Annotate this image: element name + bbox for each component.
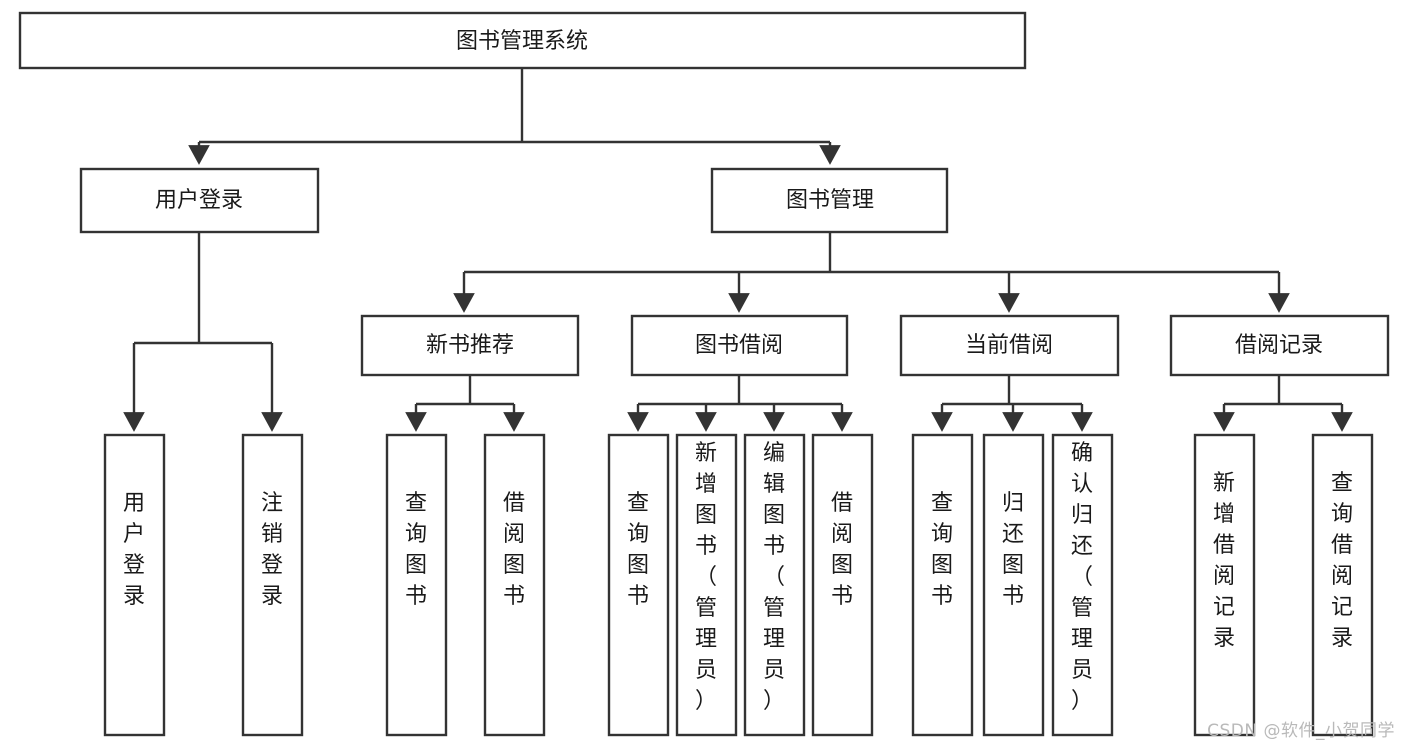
node-book-borrow[interactable]: 图书借阅: [630, 314, 849, 377]
leaf-node-borrow-book-rec[interactable]: 借阅图书: [483, 433, 546, 737]
leaf-node-confirm-return-admin[interactable]: 确认归还（管理员）: [1051, 433, 1114, 737]
connector-group-new-books: [405, 375, 525, 432]
leaf-node-logout-label: 注销登录: [261, 491, 283, 609]
leaf-node-edit-book-admin-label: 编辑图书（管理员）: [763, 441, 785, 714]
connector-group-borrow: [627, 375, 853, 432]
leaf-node-return-book[interactable]: 归还图书: [982, 433, 1045, 737]
leaf-node-user-login[interactable]: 用户登录: [103, 433, 166, 737]
leaf-node-add-borrow-record[interactable]: 新增借阅记录: [1193, 433, 1256, 737]
leaf-node-query-book-rec[interactable]: 查询图书: [385, 433, 448, 737]
leaf-node-add-book-admin[interactable]: 新增图书（管理员）: [675, 433, 738, 737]
connector-group-book-mgmt: [453, 232, 1290, 313]
connector-group-records: [1213, 375, 1353, 432]
leaf-node-add-book-admin-label: 新增图书（管理员）: [695, 441, 717, 714]
connector-group-user-login: [123, 232, 283, 432]
node-root-system[interactable]: 图书管理系统: [18, 11, 1027, 70]
leaf-node-borrow-book-label: 借阅图书: [831, 491, 853, 609]
node-new-book-recommend[interactable]: 新书推荐: [360, 314, 580, 377]
node-book-borrow-label: 图书借阅: [695, 333, 783, 358]
leaf-node-confirm-return-admin-label: 确认归还（管理员）: [1071, 441, 1093, 714]
node-user-login[interactable]: 用户登录: [79, 167, 320, 234]
connector-group-current: [931, 375, 1093, 432]
leaf-node-query-book-rec-label: 查询图书: [405, 491, 427, 609]
leaf-node-query-borrow-record[interactable]: 查询借阅记录: [1311, 433, 1374, 737]
node-new-book-recommend-label: 新书推荐: [426, 333, 514, 358]
node-book-management-label: 图书管理: [786, 188, 874, 213]
node-borrow-records-label: 借阅记录: [1235, 333, 1323, 358]
leaf-node-return-book-label: 归还图书: [1002, 491, 1024, 609]
node-book-management[interactable]: 图书管理: [710, 167, 949, 234]
node-current-borrow[interactable]: 当前借阅: [899, 314, 1120, 377]
leaf-node-borrow-book-rec-label: 借阅图书: [503, 491, 525, 609]
node-current-borrow-label: 当前借阅: [965, 333, 1053, 358]
leaf-node-user-login-label: 用户登录: [123, 491, 145, 609]
leaf-node-query-book-borrow-label: 查询图书: [627, 491, 649, 609]
connector-group-root: [188, 68, 841, 165]
node-borrow-records[interactable]: 借阅记录: [1169, 314, 1390, 377]
leaf-node-edit-book-admin[interactable]: 编辑图书（管理员）: [743, 433, 806, 737]
leaf-node-query-book-borrow[interactable]: 查询图书: [607, 433, 670, 737]
leaf-node-add-borrow-record-label: 新增借阅记录: [1213, 471, 1235, 651]
node-user-login-label: 用户登录: [155, 188, 243, 213]
leaf-node-borrow-book[interactable]: 借阅图书: [811, 433, 874, 737]
leaf-node-query-book-current-label: 查询图书: [931, 491, 953, 609]
node-root-system-label: 图书管理系统: [456, 29, 588, 54]
leaf-node-logout[interactable]: 注销登录: [241, 433, 304, 737]
leaf-node-query-book-current[interactable]: 查询图书: [911, 433, 974, 737]
leaf-node-query-borrow-record-label: 查询借阅记录: [1331, 471, 1353, 651]
